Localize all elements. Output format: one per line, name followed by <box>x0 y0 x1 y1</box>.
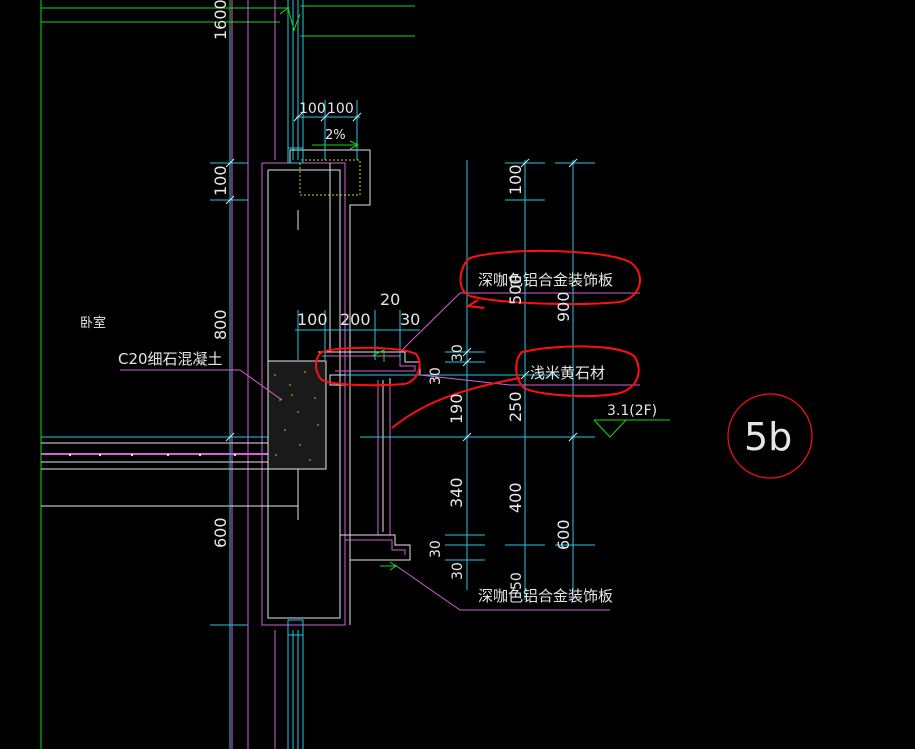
dim-left-100: 100 <box>211 165 230 196</box>
annotation-circle-sill <box>315 346 421 387</box>
dim-sill-30: 30 <box>400 310 420 329</box>
dim-slope: 2% <box>325 128 346 143</box>
dim-mid-250: 250 <box>506 391 525 422</box>
dim-inner-30c: 30 <box>428 540 444 558</box>
annotation-circle-top-panel <box>459 249 641 309</box>
dim-inner-190: 190 <box>447 393 466 424</box>
dim-inner-340: 340 <box>447 477 466 508</box>
level-label: 3.1(2F) <box>607 403 657 419</box>
small-green-arrows <box>371 349 397 571</box>
dim-mid-100: 100 <box>506 164 525 195</box>
stone-label: 浅米黄石材 <box>530 364 605 382</box>
dim-mid-50: 50 <box>509 572 525 590</box>
dim-mullion-100b: 100 <box>327 101 354 117</box>
structure-lines <box>40 0 580 749</box>
top-panel-label: 深咖色铝合金装饰板 <box>478 271 613 289</box>
room-label: 卧室 <box>80 315 106 331</box>
dim-left-600: 600 <box>211 517 230 548</box>
leader-lines <box>120 292 640 611</box>
level-marker <box>593 419 670 438</box>
annotation-circle-stone <box>515 345 640 397</box>
dim-sill-200: 200 <box>340 310 371 329</box>
detail-tag-label: 5b <box>744 415 792 459</box>
dimension-texts: 1600 100 100 2% 100 800 600 100 200 20 3… <box>211 0 573 590</box>
dim-left-800: 800 <box>211 309 230 340</box>
dim-mid-400: 400 <box>506 482 525 513</box>
dimension-lines <box>210 30 595 749</box>
floor-dots <box>68 453 237 457</box>
dim-mid-500: 500 <box>506 274 525 305</box>
labels: 卧室 C20细石混凝土 深咖色铝合金装饰板 浅米黄石材 深咖色铝合金装饰板 3.… <box>80 271 792 605</box>
dim-mullion-100a: 100 <box>299 101 326 117</box>
dim-right-600: 600 <box>554 519 573 550</box>
dim-1600: 1600 <box>211 0 230 40</box>
slope-arrow <box>312 140 360 150</box>
concrete-hatch <box>274 371 319 461</box>
concrete-label: C20细石混凝土 <box>118 350 223 368</box>
dim-right-900: 900 <box>554 291 573 322</box>
dim-inner-30: 30 <box>450 344 466 362</box>
dim-sill-100: 100 <box>297 310 328 329</box>
red-annotations <box>315 249 641 429</box>
bottom-panel-label: 深咖色铝合金装饰板 <box>478 587 613 605</box>
detail-tag-circle <box>727 393 813 479</box>
dim-inner-30d: 30 <box>450 562 466 580</box>
dim-inner-30b: 30 <box>428 367 444 385</box>
dim-sill-20: 20 <box>380 290 400 309</box>
annotation-connector <box>391 377 521 429</box>
